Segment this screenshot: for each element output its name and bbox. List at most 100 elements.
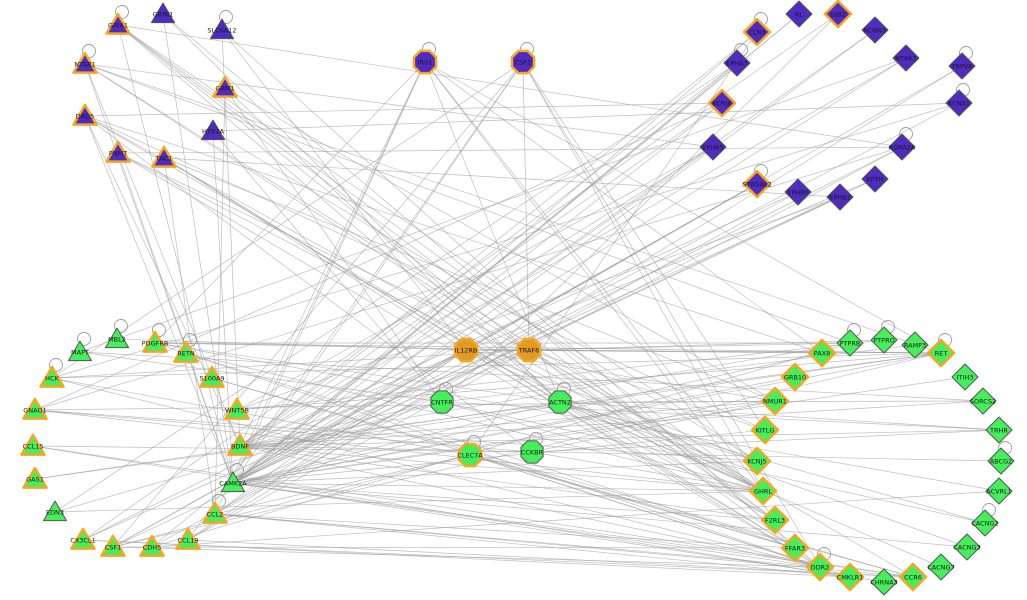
node-shape-diamond[interactable]: [985, 416, 1013, 444]
node-shape-triangle[interactable]: [199, 365, 225, 388]
node-shape-diamond[interactable]: [987, 447, 1015, 475]
node-F2RL3[interactable]: F2RL3: [760, 505, 790, 535]
node-shape-triangle[interactable]: [105, 12, 131, 35]
node-shape-diamond[interactable]: [784, 178, 812, 206]
node-shape-diamond[interactable]: [969, 387, 997, 415]
node-CCKBR[interactable]: CCKBR: [520, 440, 544, 464]
node-shape-diamond[interactable]: [780, 533, 810, 563]
node-shape-diamond[interactable]: [927, 553, 955, 581]
node-GHRL[interactable]: GHRL: [748, 476, 778, 506]
node-shape-triangle[interactable]: [209, 18, 235, 40]
node-shape-diamond[interactable]: [742, 169, 772, 199]
node-shape-diamond[interactable]: [926, 338, 956, 368]
node-ITIH3[interactable]: ITIH3: [951, 363, 979, 391]
node-shape-diamond[interactable]: [898, 562, 928, 592]
node-CCR6[interactable]: CCR6: [898, 562, 928, 592]
node-shape-diamond[interactable]: [861, 16, 889, 44]
node-shape-triangle[interactable]: [150, 2, 176, 24]
node-shape-diamond[interactable]: [953, 533, 981, 561]
node-shape-triangle[interactable]: [175, 527, 201, 550]
node-shape-triangle[interactable]: [22, 397, 48, 420]
node-shape-diamond[interactable]: [785, 0, 813, 28]
node-shape-triangle[interactable]: [20, 433, 46, 456]
node-DRD5[interactable]: DRD5: [72, 103, 98, 126]
node-CX3CL1[interactable]: CX3CL1: [70, 527, 96, 550]
node-GRM1[interactable]: GRM1: [212, 75, 238, 98]
node-CLEC7A[interactable]: CLEC7A: [457, 442, 483, 468]
node-shape-diamond[interactable]: [836, 329, 864, 357]
node-shape-triangle[interactable]: [105, 327, 130, 349]
node-shape-triangle[interactable]: [151, 145, 177, 168]
node-IRS1[interactable]: IRS1: [412, 49, 438, 75]
node-shape-octagon[interactable]: [457, 442, 483, 468]
node-GRB10[interactable]: GRB10: [780, 362, 810, 392]
node-shape-triangle[interactable]: [22, 466, 48, 489]
node-shape-triangle[interactable]: [70, 527, 96, 550]
node-shape-diamond[interactable]: [826, 183, 854, 211]
node-CHRNA3[interactable]: CHRNA3: [870, 568, 898, 596]
node-shape-triangle[interactable]: [72, 51, 98, 74]
node-HTR2A[interactable]: HTR2A: [200, 119, 226, 141]
node-shape-diamond[interactable]: [951, 363, 979, 391]
node-shape-diamond[interactable]: [760, 386, 790, 416]
node-shape-diamond[interactable]: [901, 331, 929, 359]
node-shape-triangle[interactable]: [43, 500, 67, 522]
node-SORCS2[interactable]: SORCS2: [969, 387, 997, 415]
node-PNMT[interactable]: PNMT: [105, 140, 131, 163]
node-shape-diamond[interactable]: [870, 568, 898, 596]
node-NTRK3[interactable]: NTRK3: [892, 44, 920, 72]
node-shape-octagon[interactable]: [548, 390, 572, 414]
node-shape-octagon[interactable]: [520, 440, 544, 464]
node-shape-diamond[interactable]: [971, 509, 999, 537]
node-shape-diamond[interactable]: [699, 133, 727, 161]
node-shape-diamond[interactable]: [892, 44, 920, 72]
node-shape-triangle[interactable]: [220, 471, 246, 493]
node-TAC1[interactable]: TAC1: [151, 145, 177, 168]
node-shape-diamond[interactable]: [823, 0, 853, 29]
node-GNAO1[interactable]: GNAO1: [22, 397, 48, 420]
node-TRHR[interactable]: TRHR: [985, 416, 1013, 444]
node-shape-triangle[interactable]: [105, 140, 131, 163]
node-shape-triangle[interactable]: [142, 330, 168, 353]
node-TRAF6[interactable]: TRAF6: [516, 337, 542, 363]
node-shape-diamond[interactable]: [780, 362, 810, 392]
node-shape-diamond[interactable]: [748, 476, 778, 506]
node-shape-diamond[interactable]: [888, 133, 916, 161]
node-shape-triangle[interactable]: [173, 340, 199, 363]
node-EPHB2[interactable]: EPHB2: [826, 183, 854, 211]
node-shape-triangle[interactable]: [202, 501, 228, 524]
node-shape-octagon[interactable]: [430, 390, 454, 414]
node-shape-octagon[interactable]: [453, 337, 479, 363]
node-shape-octagon[interactable]: [412, 49, 438, 75]
node-shape-octagon[interactable]: [510, 49, 536, 75]
node-shape-diamond[interactable]: [985, 477, 1013, 505]
node-KL[interactable]: KL: [785, 0, 813, 28]
node-shape-diamond[interactable]: [723, 49, 751, 77]
node-CMKLR1[interactable]: CMKLR1: [835, 562, 865, 592]
node-shape-triangle[interactable]: [68, 340, 92, 362]
node-shape-diamond[interactable]: [945, 89, 973, 117]
node-shape-triangle[interactable]: [212, 75, 238, 98]
node-shape-octagon[interactable]: [516, 337, 542, 363]
node-shape-triangle[interactable]: [224, 397, 250, 420]
node-ACVRL1[interactable]: ACVRL1: [985, 477, 1013, 505]
node-KITLG[interactable]: KITLG: [750, 415, 780, 445]
node-shape-triangle[interactable]: [227, 433, 253, 456]
node-shape-diamond[interactable]: [805, 552, 835, 582]
node-NMUR1[interactable]: NMUR1: [760, 386, 790, 416]
node-shape-diamond[interactable]: [742, 17, 772, 47]
node-shape-triangle[interactable]: [100, 534, 126, 557]
node-shape-diamond[interactable]: [870, 326, 898, 354]
node-KCNN3[interactable]: KCNN3: [861, 16, 889, 44]
node-ACTN2[interactable]: ACTN2: [548, 390, 572, 414]
node-CNTFR[interactable]: CNTFR: [430, 390, 454, 414]
node-GRIN1[interactable]: GRIN1: [150, 2, 176, 24]
node-shape-diamond[interactable]: [835, 562, 865, 592]
node-shape-diamond[interactable]: [861, 165, 889, 193]
node-shape-triangle[interactable]: [72, 103, 98, 126]
node-CCL15[interactable]: CCL15: [20, 433, 46, 456]
node-shape-triangle[interactable]: [139, 534, 165, 557]
node-IL12RB2[interactable]: IL12RB: [453, 337, 479, 363]
